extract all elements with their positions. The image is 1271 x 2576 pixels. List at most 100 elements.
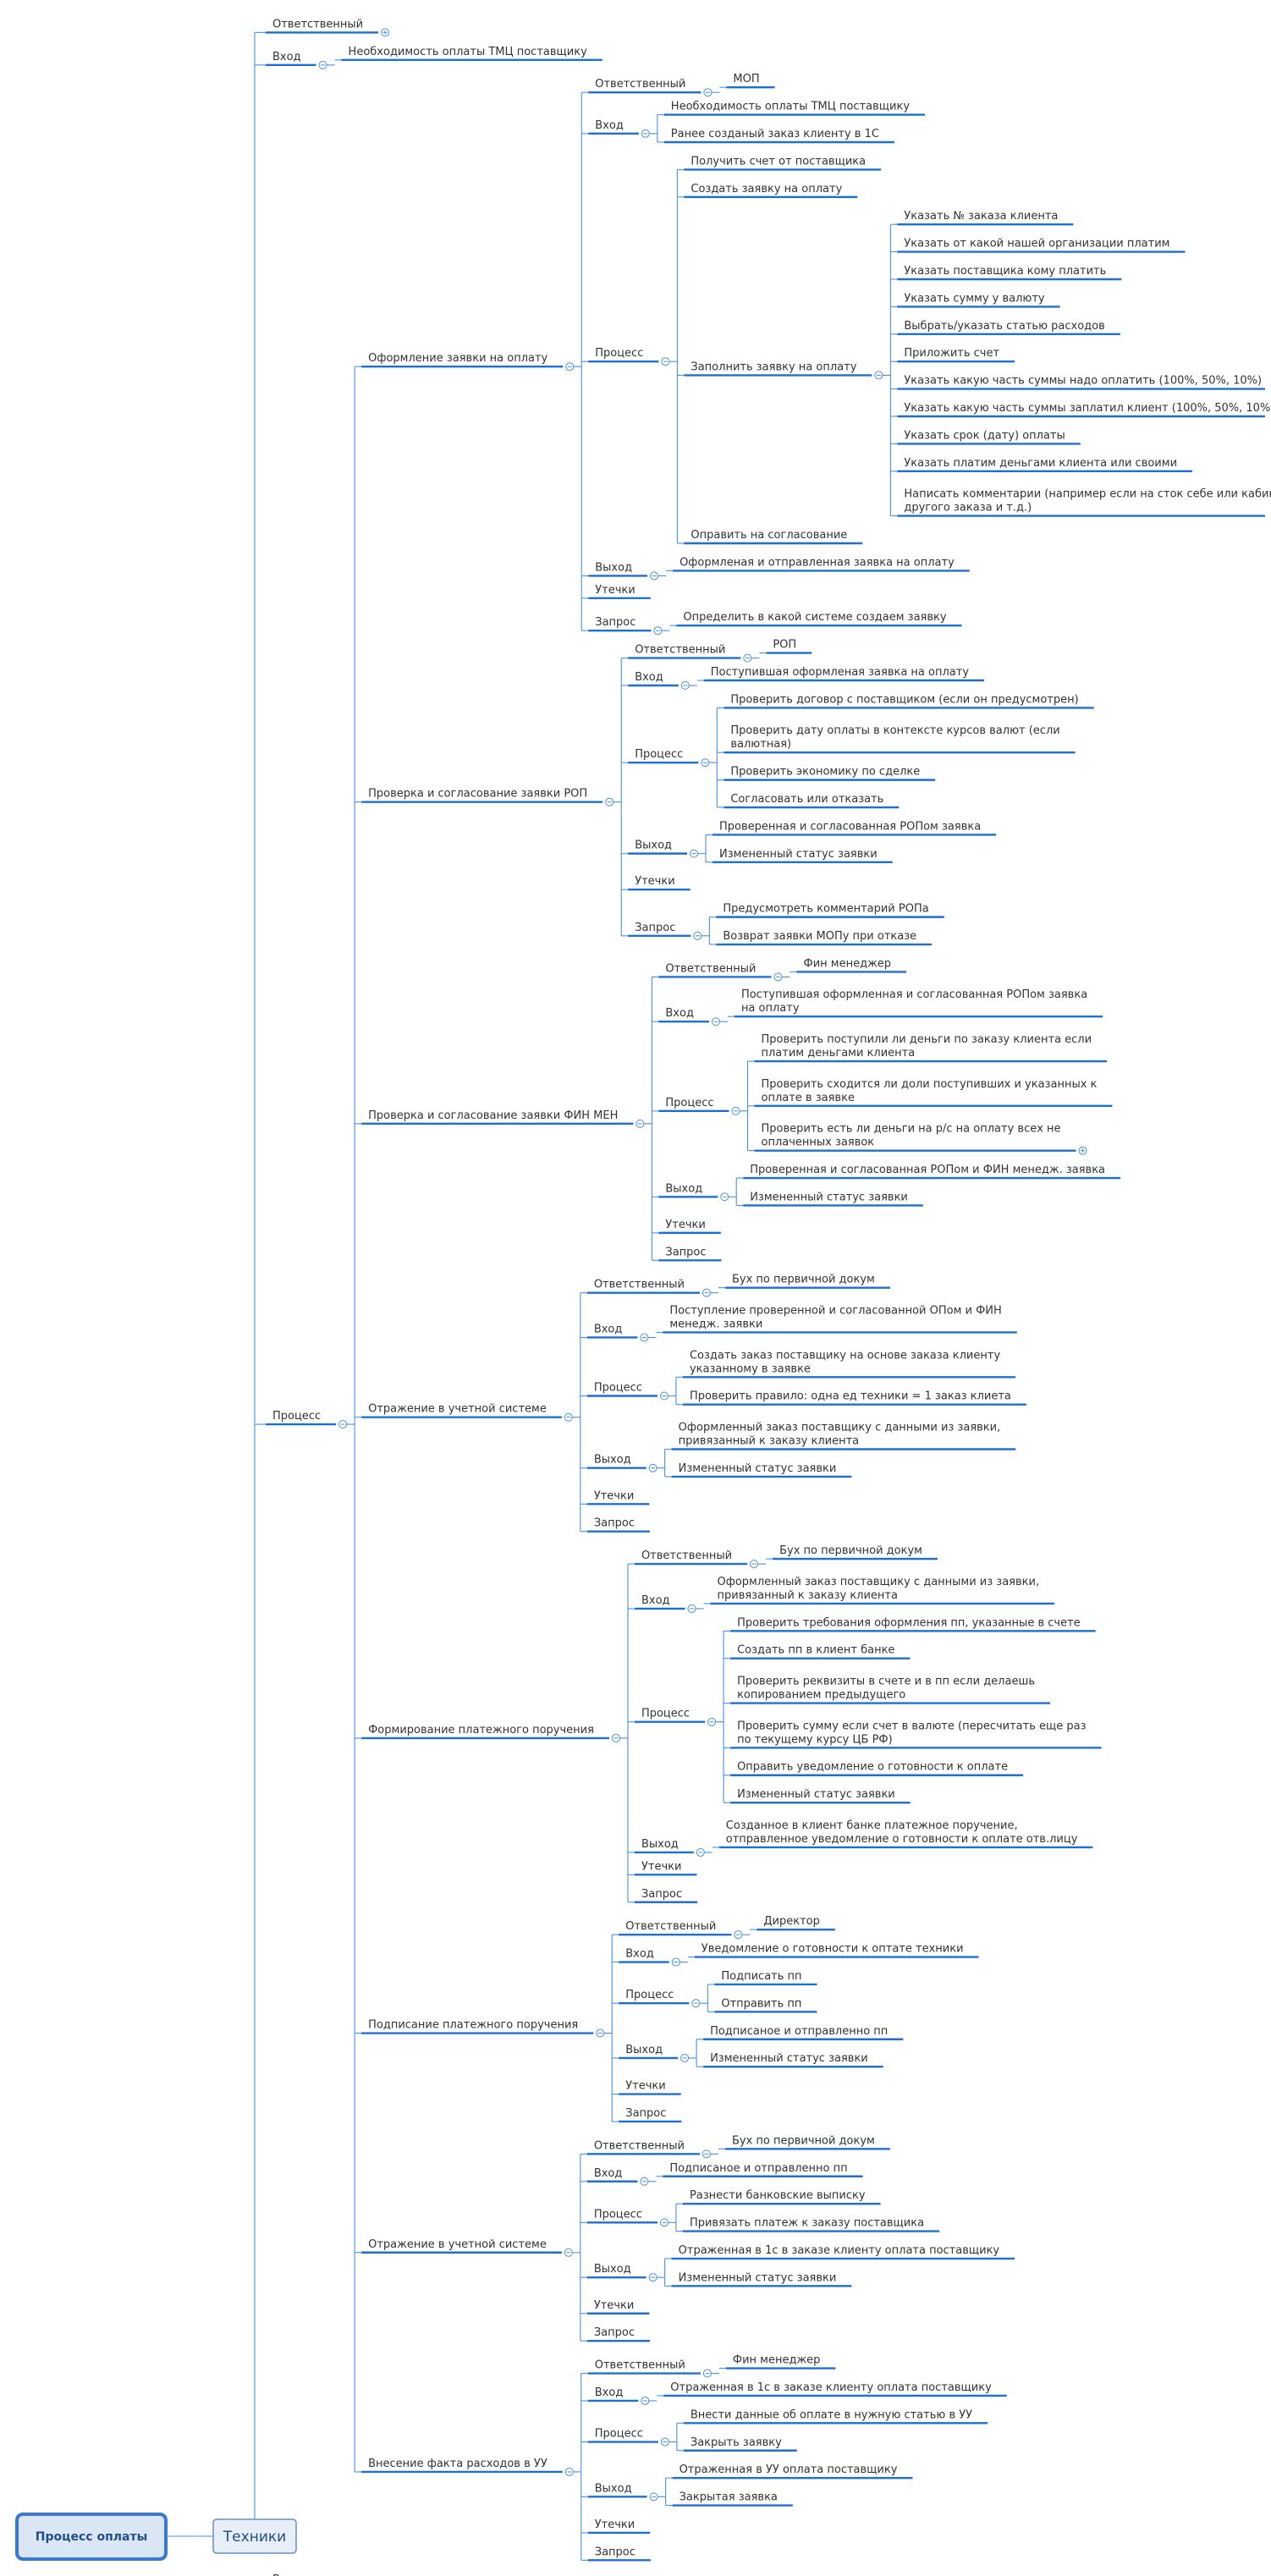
node-label: Вход [594, 1323, 623, 1335]
node-label: Написать комментарии (например если на с… [904, 488, 1271, 515]
node-label: Процесс [595, 2428, 643, 2441]
mindmap-node[interactable] [628, 849, 699, 858]
node-label: Поступившая оформленная и согласованная … [741, 988, 1087, 1015]
node-label: Закрытая заявка [680, 2491, 778, 2504]
connector [668, 1377, 677, 1405]
node-label: Проверить дату оплаты в контексте курсов… [730, 724, 1059, 751]
mindmap-node[interactable] [628, 931, 702, 940]
connector [696, 1608, 704, 1610]
node-label: Запрос [595, 2546, 636, 2558]
mindmap-node[interactable] [588, 88, 713, 97]
mindmap-node[interactable] [754, 1146, 1087, 1155]
node-label: Выход [641, 1838, 679, 1851]
mindmap-node[interactable] [361, 2248, 573, 2257]
node-label: Вход [595, 2386, 624, 2399]
connector [751, 658, 760, 659]
mindmap-node[interactable] [588, 571, 659, 581]
node-label: Подписаное и отправленно пп [669, 2162, 847, 2175]
mindmap-node[interactable] [266, 60, 327, 69]
mindmap-node[interactable] [586, 2218, 669, 2227]
node-label: Ответственный [641, 1549, 732, 1562]
subroot-node[interactable]: Техники [212, 2518, 297, 2554]
node-label: Указать платим деньгами клиента или свои… [904, 457, 1177, 470]
node-label: Вход [595, 119, 624, 132]
mindmap-node[interactable] [619, 2053, 690, 2062]
mindmap-node[interactable] [586, 2273, 658, 2282]
mindmap-node[interactable] [266, 28, 390, 37]
mindmap-node[interactable] [634, 1560, 759, 1569]
mindmap-node[interactable] [619, 1999, 701, 2008]
node-label: Определить в какой системе создаем заявк… [683, 611, 946, 624]
mindmap-node[interactable] [684, 371, 883, 380]
node-label: Выход [594, 2263, 631, 2276]
mindmap-node[interactable] [634, 1604, 696, 1613]
connector [658, 2478, 667, 2506]
mindmap-node[interactable] [587, 2396, 650, 2405]
mindmap-node[interactable] [586, 2177, 649, 2186]
mindmap-node[interactable] [619, 1930, 743, 1940]
mindmap-node[interactable] [588, 626, 663, 636]
node-label: Ответственный [595, 78, 685, 91]
subroot-label: Техники [223, 2529, 286, 2546]
node-label: Подписать пп [721, 1970, 801, 1983]
connector [346, 366, 355, 2472]
node-label: Выход [665, 1182, 702, 1195]
node-label: Указать сумму у валюту [904, 292, 1045, 305]
mindmap-node[interactable] [628, 653, 752, 663]
connector [619, 1564, 629, 1902]
node-label: Создать заявку на оплату [691, 183, 842, 195]
mindmap-node[interactable] [361, 2028, 605, 2038]
node-label: Выход [595, 2482, 632, 2495]
node-label: Вход [635, 671, 663, 684]
mindmap-node[interactable] [361, 797, 614, 806]
node-label: Создать заказ поставщику на основе заказ… [690, 1349, 1001, 1375]
mindmap-node[interactable] [266, 1420, 348, 1429]
mindmap-node[interactable] [586, 2149, 711, 2159]
node-label: Внесение факта расходов в УУ [368, 2458, 547, 2470]
node-label: Формирование платежного поручения [368, 1724, 594, 1737]
node-label: Оформление заявки на оплату [368, 352, 547, 365]
mindmap-node[interactable] [587, 2492, 658, 2502]
mindmap-node[interactable] [658, 1106, 740, 1115]
mindmap-node[interactable] [587, 2437, 669, 2447]
mindmap-node[interactable] [628, 681, 690, 691]
connector [740, 1061, 749, 1151]
connector [728, 1178, 737, 1206]
mindmap-node[interactable] [634, 1717, 717, 1726]
mindmap-node[interactable] [361, 1733, 620, 1742]
node-label: Фин менеджер [804, 957, 892, 970]
mindmap-node[interactable] [658, 972, 783, 982]
mindmap-node[interactable] [361, 2467, 574, 2476]
mindmap-node[interactable] [658, 1017, 720, 1027]
mindmap-node[interactable] [361, 362, 575, 372]
mindmap-node[interactable] [586, 1463, 658, 1472]
node-label: Создать пп в клиент банке [737, 1644, 894, 1657]
node-label: Ответственный [594, 1279, 685, 1291]
node-label: Фин менеджер [733, 2354, 821, 2367]
connector [708, 707, 718, 808]
connector [613, 658, 622, 936]
mindmap-node[interactable] [634, 1847, 705, 1857]
mindmap-node[interactable] [619, 1957, 680, 1967]
mindmap-node[interactable] [361, 1412, 573, 1422]
node-label: Проверенная и согласованная РОПом и ФИН … [750, 1164, 1105, 1176]
mindmap-node[interactable] [586, 1333, 649, 1342]
node-label: Процесс [625, 1989, 674, 2001]
root-node[interactable]: Процесс оплаты [15, 2513, 168, 2561]
mindmap-node[interactable] [588, 129, 650, 138]
mindmap-node[interactable] [658, 1192, 729, 1202]
mindmap-node[interactable] [586, 1288, 711, 1297]
node-label: Процесс [635, 748, 683, 761]
connector [573, 92, 582, 631]
mindmap-node[interactable] [628, 758, 710, 768]
mindmap-node[interactable] [361, 1119, 645, 1128]
connector [668, 2204, 677, 2232]
mindmap-node[interactable] [587, 2369, 712, 2378]
node-label: Созданное в клиент банке платежное поруч… [726, 1819, 1078, 1846]
node-label: Ответственный [272, 18, 363, 30]
node-label: Запрос [595, 616, 636, 629]
connector [711, 91, 720, 93]
mindmap-node[interactable] [588, 357, 670, 366]
mindmap-node[interactable] [586, 1391, 669, 1401]
